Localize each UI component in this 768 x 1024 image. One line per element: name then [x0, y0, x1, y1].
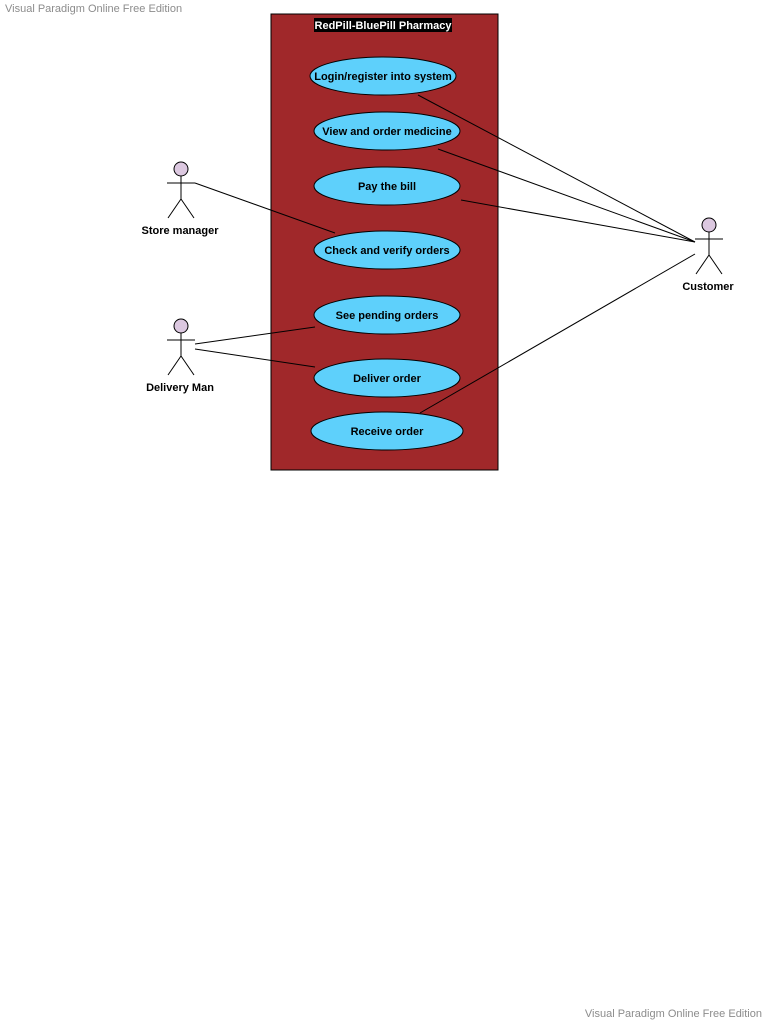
actor-customer[interactable] — [695, 217, 723, 275]
assoc-customer-view-order[interactable] — [437, 148, 696, 243]
system-title-bg — [314, 18, 452, 32]
assoc-customer-login[interactable] — [417, 94, 696, 243]
use-case-label: See pending orders — [336, 310, 439, 322]
actor-label-customer: Customer — [682, 281, 734, 293]
use-case-label: Receive order — [351, 426, 424, 438]
assoc-delivery-pending[interactable] — [194, 326, 316, 345]
actor-delivery-man[interactable] — [167, 318, 195, 376]
assoc-customer-pay[interactable] — [460, 199, 696, 243]
use-case-label: Check and verify orders — [324, 245, 449, 257]
use-case-receive-order[interactable]: Receive order — [310, 411, 464, 451]
use-case-pay-bill[interactable]: Pay the bill — [313, 166, 461, 206]
watermark-top: Visual Paradigm Online Free Edition — [5, 3, 183, 15]
assoc-delivery-deliver[interactable] — [194, 348, 316, 368]
actor-store-manager[interactable] — [167, 161, 195, 219]
use-case-label: View and order medicine — [322, 126, 451, 138]
use-case-label: Deliver order — [353, 373, 422, 385]
actor-label-delivery-man: Delivery Man — [146, 382, 214, 394]
use-case-label: Login/register into system — [314, 71, 452, 83]
use-case-pending-orders[interactable]: See pending orders — [313, 295, 461, 335]
use-case-deliver-order[interactable]: Deliver order — [313, 358, 461, 398]
watermark-bottom: Visual Paradigm Online Free Edition — [584, 1008, 762, 1020]
assoc-customer-receive[interactable] — [419, 253, 696, 414]
actor-head-icon — [701, 217, 717, 233]
use-case-label: Pay the bill — [358, 181, 416, 193]
use-case-view-order[interactable]: View and order medicine — [313, 111, 461, 151]
actor-head-icon — [173, 161, 189, 177]
assoc-storemanager-check[interactable] — [194, 182, 336, 234]
use-case-login[interactable]: Login/register into system — [309, 56, 457, 96]
associations — [194, 94, 696, 414]
actor-label-store-manager: Store manager — [141, 225, 219, 237]
system-title: RedPill-BluePill Pharmacy — [315, 20, 453, 32]
actor-head-icon — [173, 318, 189, 334]
use-case-check-verify[interactable]: Check and verify orders — [313, 230, 461, 270]
